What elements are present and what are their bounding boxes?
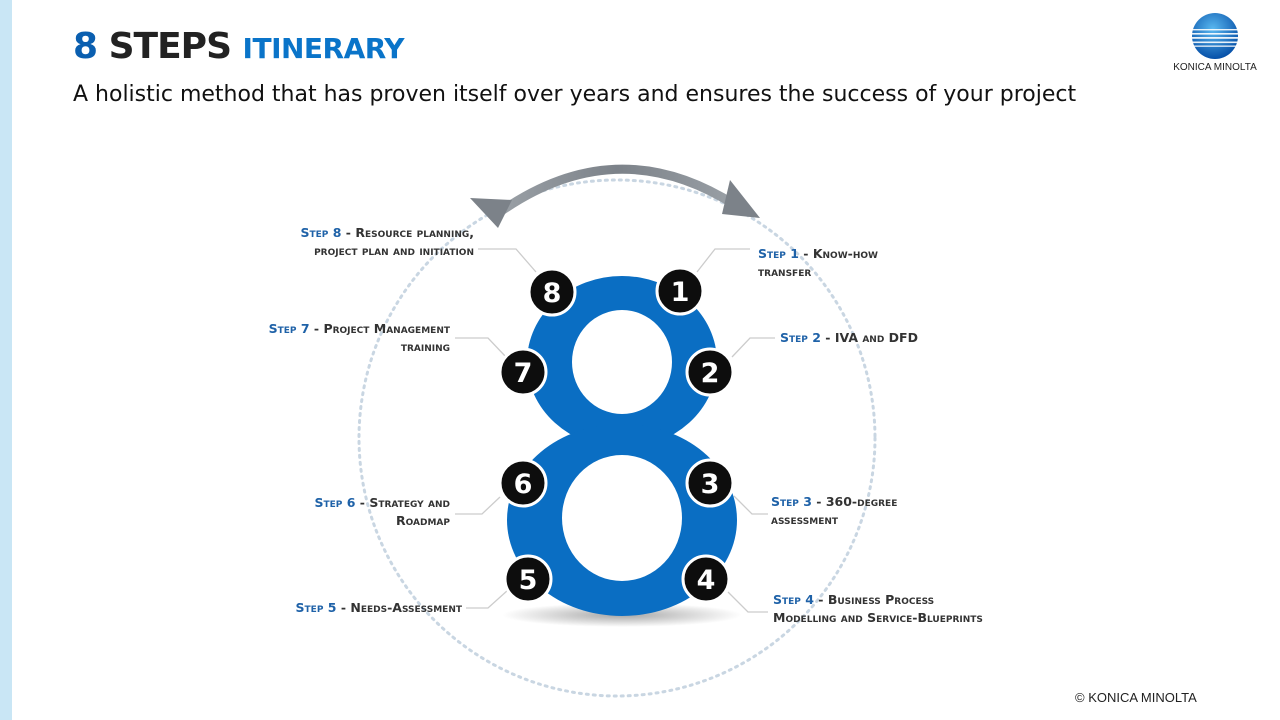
badge-3-number: 3 — [701, 469, 720, 500]
step-8-caption: Step 8 - Resource planning, project plan… — [290, 224, 474, 260]
step-7-sep: - — [309, 321, 324, 336]
badge-1-number: 1 — [671, 277, 690, 308]
big-eight-shape — [507, 276, 737, 616]
step-8-text: Resource planning, project plan and init… — [314, 225, 474, 258]
step-5-label: Step 5 — [295, 600, 337, 615]
title-word: STEPS — [108, 26, 232, 67]
company-logo: KONICA MINOLTA — [1158, 12, 1272, 82]
step-2-label: Step 2 — [780, 330, 821, 345]
badge-5: 5 — [503, 554, 553, 604]
step-4-label: Step 4 — [773, 592, 814, 607]
step-8-sep: - — [341, 225, 356, 240]
step-7-label: Step 7 — [268, 321, 310, 336]
step-7-caption: Step 7 - Project Management training — [260, 320, 450, 356]
copyright-footer: © KONICA MINOLTA — [1075, 690, 1197, 705]
left-accent-bar — [0, 0, 12, 720]
step-4-caption: Step 4 - Business Process Modelling and … — [773, 591, 983, 627]
step-3-sep: - — [811, 494, 826, 509]
step-6-caption: Step 6 - Strategy and Roadmap — [270, 494, 451, 530]
dotted-ring — [357, 178, 877, 698]
badge-5-number: 5 — [519, 565, 538, 596]
badge-2: 2 — [685, 347, 735, 397]
badge-7: 7 — [498, 347, 548, 397]
step-3-caption: Step 3 - 360-degree assessment — [771, 493, 931, 529]
connector-lines — [455, 248, 775, 613]
step-1-sep: - — [798, 246, 813, 261]
title-number: 8 — [73, 26, 98, 67]
step-6-text: Strategy and Roadmap — [369, 495, 450, 528]
globe-logo-icon — [1191, 13, 1239, 59]
page-subtitle: A holistic method that has proven itself… — [73, 82, 1077, 107]
step-5-sep: - — [336, 600, 351, 615]
badge-8: 8 — [527, 267, 577, 317]
step-3-label: Step 3 — [771, 494, 812, 509]
step-4-text: Business Process Modelling and Service-B… — [773, 592, 983, 625]
step-6-label: Step 6 — [314, 495, 356, 510]
step-1-caption: Step 1 - Know-how transfer — [758, 245, 918, 281]
step-5-caption: Step 5 - Needs-Assessment — [230, 599, 462, 617]
badge-4: 4 — [681, 554, 731, 604]
page-title: 8 STEPS ITINERARY — [73, 22, 405, 74]
step-1-label: Step 1 — [758, 246, 799, 261]
badge-6: 6 — [498, 458, 548, 508]
step-2-text: IVA and DFD — [834, 330, 918, 345]
step-2-sep: - — [820, 330, 835, 345]
logo-text: KONICA MINOLTA — [1173, 62, 1257, 73]
step-3-text: 360-degree assessment — [771, 494, 898, 527]
badge-7-number: 7 — [514, 358, 533, 389]
cycle-arrow — [470, 164, 760, 228]
badge-2-number: 2 — [701, 358, 720, 389]
step-7-text: Project Management training — [323, 321, 450, 354]
step-8-label: Step 8 — [300, 225, 342, 240]
step-2-caption: Step 2 - IVA and DFD — [780, 329, 980, 347]
badge-3: 3 — [685, 458, 735, 508]
badge-1: 1 — [655, 266, 705, 316]
title-sub: ITINERARY — [242, 32, 405, 65]
badge-8-number: 8 — [543, 278, 562, 309]
badge-4-number: 4 — [697, 565, 716, 596]
badge-6-number: 6 — [514, 469, 533, 500]
step-6-sep: - — [355, 495, 370, 510]
step-4-sep: - — [813, 592, 828, 607]
step-1-text: Know-how transfer — [758, 246, 878, 279]
step-5-text: Needs-Assessment — [350, 600, 462, 615]
